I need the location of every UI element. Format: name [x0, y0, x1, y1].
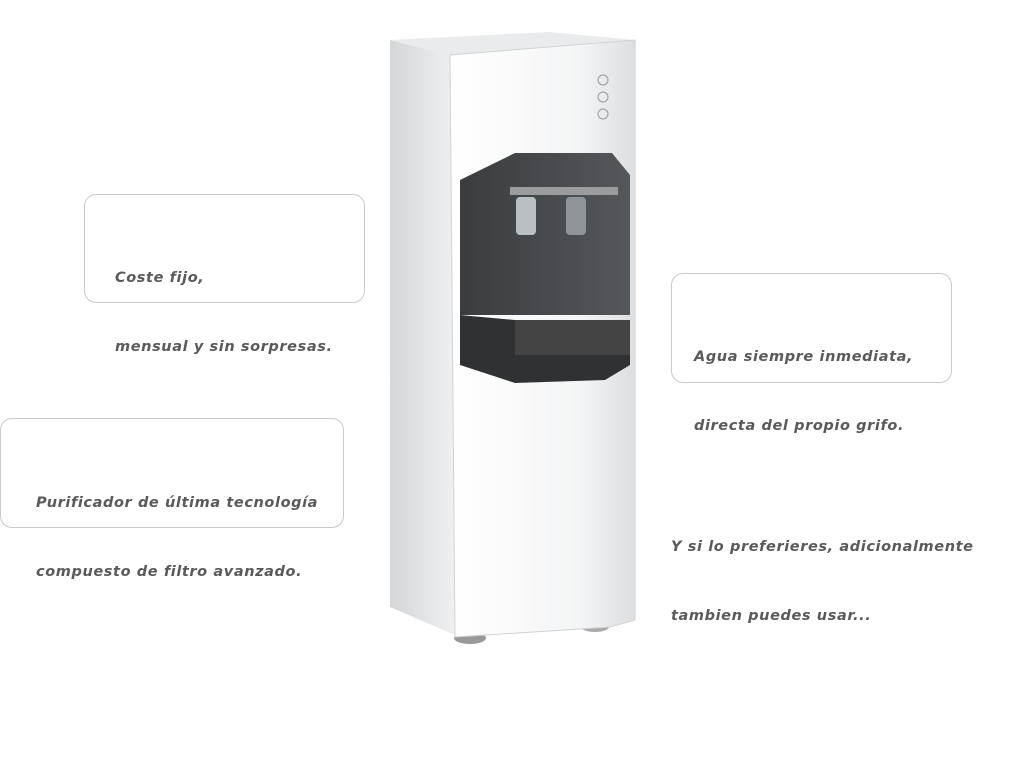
- button-icon: [597, 91, 609, 103]
- feature-line: compuesto de filtro avanzado.: [36, 564, 303, 580]
- feature-line: mensual y sin sorpresas.: [115, 339, 333, 355]
- feature-line: Coste fijo,: [115, 270, 205, 286]
- button-icon: [597, 74, 609, 86]
- feature-line: Purificador de última tecnología: [36, 495, 319, 511]
- extra-line: Y si lo preferieres, adicionalmente: [671, 539, 974, 555]
- feature-card-water: Agua siempre inmediata, directa del prop…: [671, 273, 952, 434]
- feature-line: directa del propio grifo.: [694, 418, 905, 434]
- feature-text-purifier: Purificador de última tecnología compues…: [36, 446, 318, 630]
- water-dispenser-image: [390, 32, 636, 644]
- tap-icon: [516, 197, 536, 235]
- feature-text-water: Agua siempre inmediata, directa del prop…: [694, 300, 913, 484]
- feature-card-purifier: Purificador de última tecnología compues…: [0, 418, 344, 580]
- tap-icon: [566, 197, 586, 235]
- extra-text: Y si lo preferieres, adicionalmente tamb…: [671, 490, 974, 651]
- feature-card-cost: Coste fijo, mensual y sin sorpresas.: [84, 194, 365, 355]
- feature-text-cost: Coste fijo, mensual y sin sorpresas.: [115, 221, 333, 405]
- button-icon: [597, 108, 609, 120]
- feature-line: Agua siempre inmediata,: [694, 349, 914, 365]
- extra-line: tambien puedes usar...: [671, 608, 872, 624]
